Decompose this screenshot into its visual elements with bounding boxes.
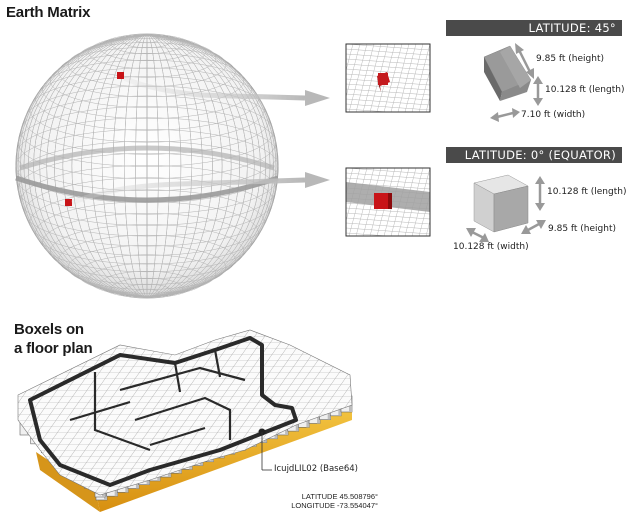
- equator-width-label: 10.128 ft (width): [453, 242, 529, 252]
- dimension-arrows-45: [490, 43, 543, 122]
- dimension-arrows-equator: [466, 176, 546, 242]
- zoom-box-equator: [345, 167, 431, 237]
- boxel-cube-latitude-45: [483, 45, 532, 101]
- floor-plan-title: Boxels on a floor plan: [14, 320, 134, 358]
- floor-plan-tiles: [17, 329, 353, 496]
- coordinates-block: LATITUDE 45.508796° LONGITUDE -73.554047…: [270, 492, 378, 510]
- latitude-equator-banner: LATITUDE: 0° (EQUATOR): [446, 147, 622, 163]
- lat45-length-label: 10.128 ft (length): [545, 85, 625, 95]
- floor-plan-inner-walls: [69, 349, 246, 452]
- floor-plan-walls: [28, 336, 298, 487]
- earth-matrix-title: Earth Matrix: [6, 4, 91, 21]
- boxel-cube-equator: [473, 174, 529, 233]
- latitude-45-banner: LATITUDE: 45°: [446, 20, 622, 36]
- zoom-box-latitude-45: [345, 43, 431, 113]
- zoom-arrow-equator: [70, 172, 330, 206]
- equator-length-label: 10.128 ft (length): [547, 187, 627, 197]
- latitude-value: LATITUDE 45.508796°: [301, 492, 378, 501]
- longitude-value: LONGITUDE -73.554047°: [291, 501, 378, 510]
- sphere-boxel-equator: [65, 199, 72, 206]
- equator-height-label: 9.85 ft (height): [548, 224, 617, 234]
- zoom-arrow-45: [122, 75, 330, 106]
- lat45-width-label: 7.10 ft (width): [521, 110, 586, 120]
- equator-band-front: [15, 175, 279, 203]
- floor-plan-title-line1: Boxels on: [14, 321, 84, 338]
- floor-plan: [17, 329, 353, 512]
- boxel-code-label: IcujdLIL02 (Base64): [274, 464, 358, 474]
- sphere-boxel-45: [117, 72, 124, 79]
- floor-plan-title-line2: a floor plan: [14, 340, 93, 357]
- earth-sphere: [15, 33, 279, 299]
- lat45-height-label: 9.85 ft (height): [536, 54, 605, 64]
- equator-band-back: [19, 145, 275, 171]
